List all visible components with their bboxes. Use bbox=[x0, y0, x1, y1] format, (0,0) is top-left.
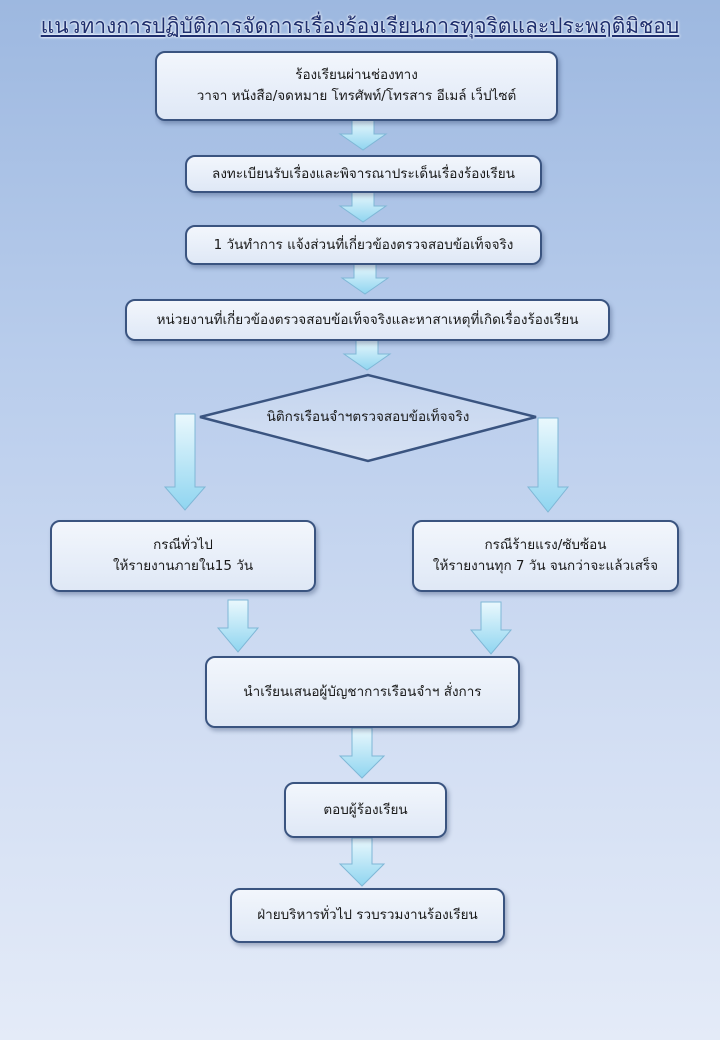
channels-heading: ร้องเรียนผ่านช่องทาง bbox=[295, 67, 418, 84]
down-arrow-icon bbox=[163, 413, 207, 511]
serious-case-deadline: ให้รายงานทุก 7 วัน จนกว่าจะแล้วเสร็จ bbox=[432, 558, 659, 574]
propose-label: นำเรียนเสนอผู้บัญชาการเรือนจำฯ สั่งการ bbox=[243, 683, 482, 700]
collect-label: ฝ่ายบริหารทั่วไป รวบรวมงานร้องเรียน bbox=[257, 907, 478, 924]
down-arrow-icon bbox=[340, 263, 390, 295]
complaint-channels-box: ร้องเรียนผ่านช่องทาง วาจา หนังสือ/จดหมาย… bbox=[155, 51, 558, 121]
decision-label: นิติกรเรือนจำฯตรวจสอบข้อเท็จจริง bbox=[266, 409, 470, 425]
collect-complaints-box: ฝ่ายบริหารทั่วไป รวบรวมงานร้องเรียน bbox=[230, 888, 505, 943]
investigate-label: หน่วยงานที่เกี่ยวข้องตรวจสอบข้อเท็จจริงแ… bbox=[156, 311, 579, 328]
general-case-deadline: ให้รายงานภายใน15 วัน bbox=[112, 558, 254, 574]
propose-to-director-box: นำเรียนเสนอผู้บัญชาการเรือนจำฯ สั่งการ bbox=[205, 656, 520, 728]
down-arrow-icon bbox=[338, 727, 386, 779]
general-case-title: กรณีทั่วไป bbox=[153, 537, 213, 554]
register-complaint-box: ลงทะเบียนรับเรื่องและพิจารณาประเด็นเรื่อ… bbox=[185, 155, 542, 193]
down-arrow-icon bbox=[469, 601, 513, 655]
reply-label: ตอบผู้ร้องเรียน bbox=[323, 801, 408, 818]
down-arrow-icon bbox=[216, 599, 260, 653]
serious-case-box: กรณีร้ายแรง/ซับซ้อน ให้รายงานทุก 7 วัน จ… bbox=[412, 520, 679, 592]
register-label: ลงทะเบียนรับเรื่องและพิจารณาประเด็นเรื่อ… bbox=[212, 165, 515, 182]
down-arrow-icon bbox=[338, 119, 388, 151]
notify-department-box: 1 วันทำการ แจ้งส่วนที่เกี่ยวข้องตรวจสอบข… bbox=[185, 225, 542, 265]
reply-complainant-box: ตอบผู้ร้องเรียน bbox=[284, 782, 447, 838]
notify-label: 1 วันทำการ แจ้งส่วนที่เกี่ยวข้องตรวจสอบข… bbox=[213, 236, 514, 253]
investigate-box: หน่วยงานที่เกี่ยวข้องตรวจสอบข้อเท็จจริงแ… bbox=[125, 299, 610, 341]
down-arrow-icon bbox=[338, 837, 386, 887]
general-case-box: กรณีทั่วไป ให้รายงานภายใน15 วัน bbox=[50, 520, 316, 592]
page-title: แนวทางการปฏิบัติการจัดการเรื่องร้องเรียน… bbox=[40, 14, 680, 38]
down-arrow-icon bbox=[338, 191, 388, 223]
decision-diamond bbox=[199, 373, 537, 463]
channels-list: วาจา หนังสือ/จดหมาย โทรศัพท์/โทรสาร อีเม… bbox=[196, 88, 517, 104]
down-arrow-icon bbox=[342, 339, 392, 371]
down-arrow-icon bbox=[526, 417, 570, 513]
serious-case-title: กรณีร้ายแรง/ซับซ้อน bbox=[484, 537, 607, 554]
